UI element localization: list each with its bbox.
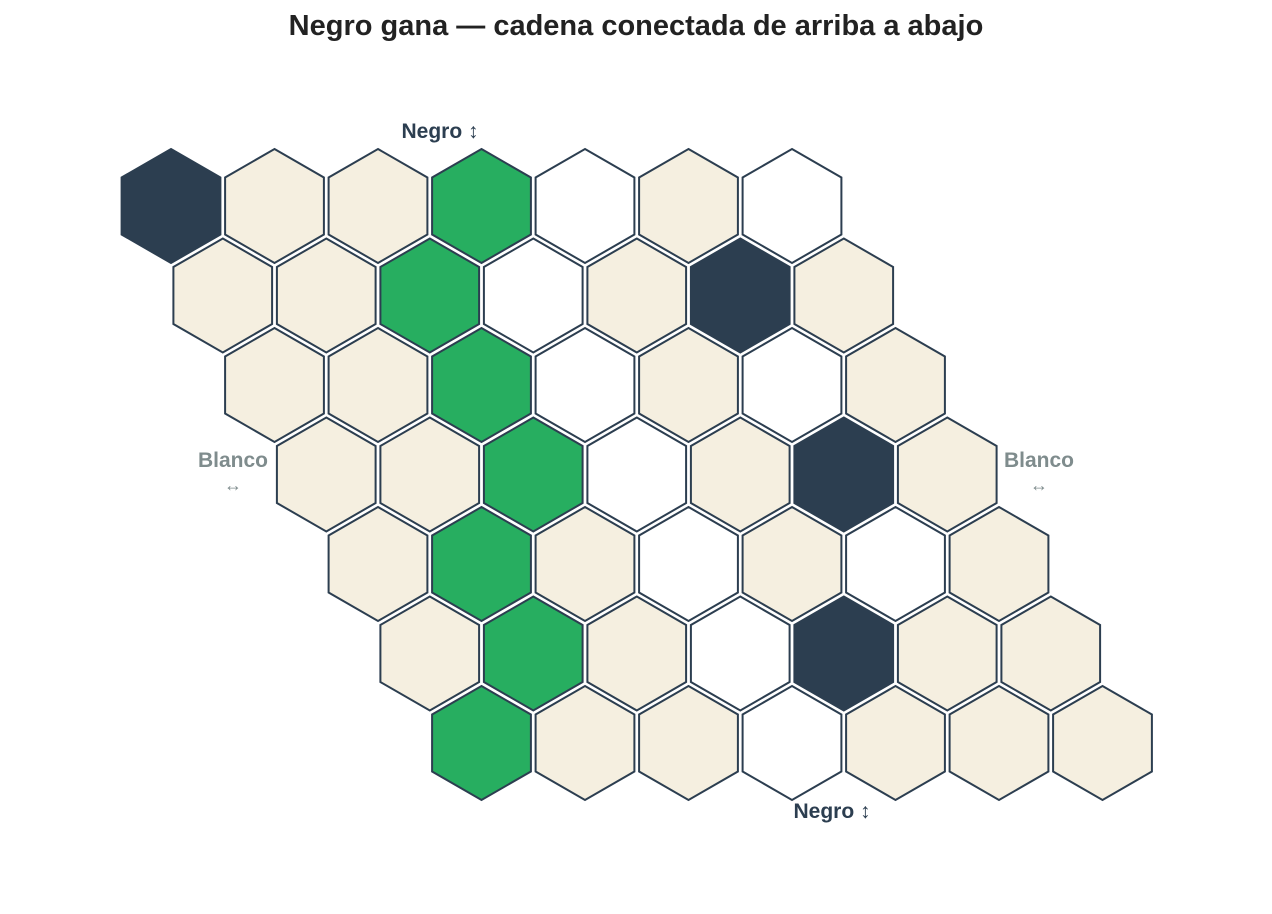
hex-cell-white-stone-r2c5[interactable]: [741, 326, 843, 444]
left-right-arrow-icon: ↔: [224, 475, 242, 495]
hex-cell-empty-r3c6[interactable]: [896, 416, 998, 533]
hex-cell-empty-r4c4[interactable]: [741, 505, 843, 623]
page-title: Negro gana — cadena conectada de arriba …: [288, 10, 984, 42]
hex-cell-empty-r5c0[interactable]: [379, 595, 481, 712]
hex-cell-white-stone-r0c6[interactable]: [741, 147, 843, 265]
hex-cell-empty-r5c2[interactable]: [586, 595, 688, 712]
hex-cell-empty-r6c6[interactable]: [1052, 684, 1153, 802]
hex-cell-white-stone-r2c3[interactable]: [534, 326, 636, 444]
left-edge-label-blanco: Blanco ↔: [183, 449, 283, 497]
hex-cell-black-stone-r5c4[interactable]: [793, 595, 895, 712]
left-label-text: Blanco: [197, 449, 268, 472]
top-edge-label-negro: Negro ↕: [401, 120, 479, 143]
hex-cell-empty-r0c1[interactable]: [224, 147, 325, 265]
hex-cell-empty-r4c2[interactable]: [534, 505, 636, 623]
hex-cell-white-stone-r0c4[interactable]: [534, 147, 636, 265]
hex-cell-white-stone-r4c5[interactable]: [845, 505, 946, 623]
hex-cell-empty-r1c0[interactable]: [172, 237, 274, 354]
hex-cell-empty-r1c1[interactable]: [275, 237, 377, 354]
hex-cell-empty-r5c6[interactable]: [1000, 595, 1102, 712]
hex-cell-empty-r4c0[interactable]: [327, 505, 429, 623]
hex-cell-white-stone-r4c3[interactable]: [638, 505, 739, 623]
hex-cell-winning-chain-r3c2[interactable]: [482, 416, 584, 533]
left-right-arrow-icon: ↔: [1030, 475, 1048, 495]
hex-cell-empty-r3c0[interactable]: [275, 416, 377, 533]
hex-cell-white-stone-r3c3[interactable]: [586, 416, 688, 533]
hex-cell-empty-r3c1[interactable]: [379, 416, 481, 533]
right-edge-label-blanco: Blanco ↔: [989, 449, 1089, 497]
right-label-text: Blanco: [1003, 449, 1074, 472]
hex-cell-empty-r6c4[interactable]: [845, 684, 946, 802]
hex-cell-winning-chain-r6c0[interactable]: [431, 684, 532, 802]
hex-cell-empty-r6c2[interactable]: [638, 684, 739, 802]
hex-cell-white-stone-r1c3[interactable]: [482, 237, 584, 354]
hex-cell-empty-r3c4[interactable]: [689, 416, 791, 533]
hex-cell-empty-r4c6[interactable]: [948, 505, 1050, 623]
hex-cell-empty-r1c6[interactable]: [793, 237, 895, 354]
hex-cell-empty-r5c5[interactable]: [896, 595, 998, 712]
hex-cell-empty-r2c4[interactable]: [638, 326, 739, 444]
hex-cell-black-stone-r1c5[interactable]: [689, 237, 791, 354]
bottom-edge-label-negro: Negro ↕: [793, 800, 871, 823]
hex-cell-winning-chain-r0c3[interactable]: [431, 147, 532, 265]
hex-cell-winning-chain-r1c2[interactable]: [379, 237, 481, 354]
hex-cell-empty-r6c1[interactable]: [534, 684, 636, 802]
hex-cell-winning-chain-r4c1[interactable]: [431, 505, 532, 623]
hex-cell-empty-r0c2[interactable]: [327, 147, 429, 265]
hex-cell-empty-r6c5[interactable]: [948, 684, 1050, 802]
hex-cell-white-stone-r6c3[interactable]: [741, 684, 843, 802]
hex-cell-empty-r1c4[interactable]: [586, 237, 688, 354]
hex-cell-empty-r0c5[interactable]: [638, 147, 739, 265]
hex-cell-empty-r2c1[interactable]: [327, 326, 429, 444]
hex-cell-empty-r2c0[interactable]: [224, 326, 325, 444]
hex-cell-black-stone-r3c5[interactable]: [793, 416, 895, 533]
hex-cell-black-stone-r0c0[interactable]: [120, 147, 222, 265]
hex-cell-winning-chain-r5c1[interactable]: [482, 595, 584, 712]
hex-cell-white-stone-r5c3[interactable]: [689, 595, 791, 712]
hex-cell-empty-r2c6[interactable]: [845, 326, 946, 444]
hex-cell-winning-chain-r2c2[interactable]: [431, 326, 532, 444]
